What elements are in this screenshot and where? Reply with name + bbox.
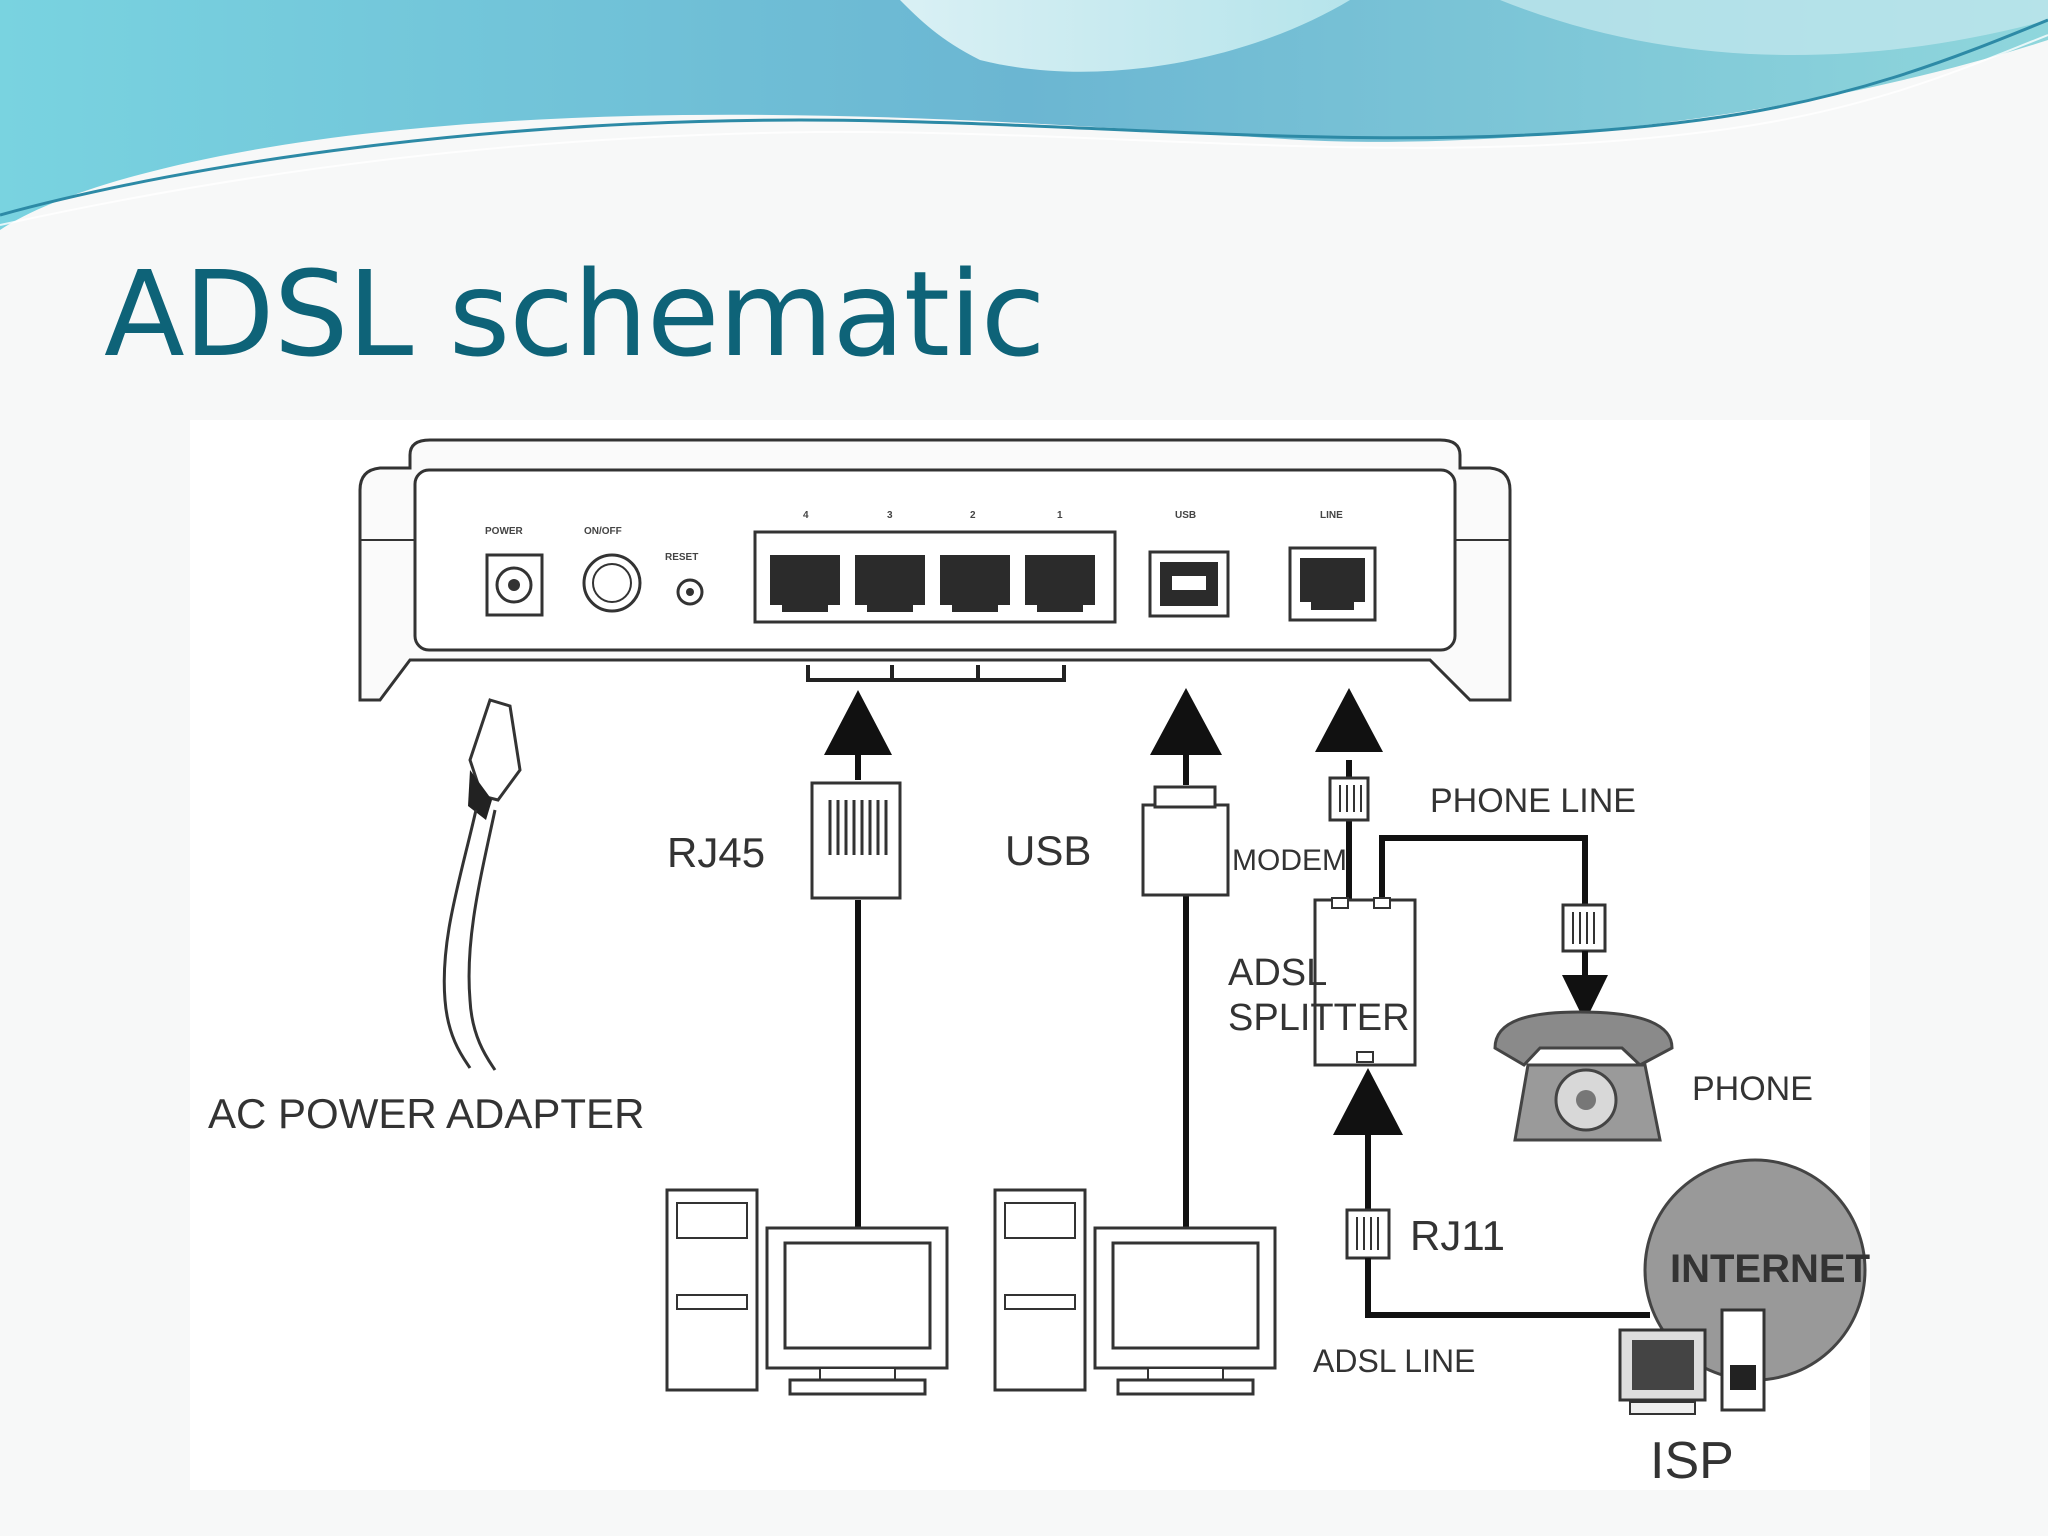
lan-port-3-label: 3 [887,510,893,521]
internet-label: INTERNET [1670,1247,1870,1291]
header-wave-banner [0,0,2048,230]
usb-cable [1141,688,1230,1230]
splitter-label-line-1: ADSL [1228,952,1327,994]
lan-port-4-label: 4 [803,510,809,521]
rj45-cable [810,690,902,1230]
rj45-arrow-icon [824,690,892,755]
lan-ports-icon [770,555,1095,612]
adsl-line-arrow-icon [1333,1068,1403,1135]
usb-label: USB [1005,827,1091,874]
adsl-splitter-icon [1313,898,1417,1067]
ac-power-adapter-cable [442,698,522,1071]
rj45-label: RJ45 [667,829,765,876]
modem-label: MODEM [1232,844,1347,877]
ac-power-adapter-label: AC POWER ADAPTER [208,1090,644,1137]
line-port-label: LINE [1320,510,1343,521]
line-arrow-icon [1315,688,1383,752]
usb-port-label: USB [1175,510,1196,521]
reset-port-label: RESET [665,552,698,563]
slide-title: ADSL schematic [104,245,1046,383]
adsl-line-label: ADSL LINE [1313,1343,1475,1379]
lan-port-2-label: 2 [970,510,976,521]
adsl-diagram: POWER ON/OFF RESET 4 3 2 1 USB LINE [208,438,1870,1490]
usb-port-icon [1148,550,1230,618]
computer-1-icon [665,1188,949,1396]
diagram-panel: POWER ON/OFF RESET 4 3 2 1 USB LINE [190,420,1870,1490]
lan-port-1-label: 1 [1057,510,1063,521]
onoff-port-label: ON/OFF [584,526,622,537]
power-port-label: POWER [485,526,524,537]
isp-label: ISP [1650,1432,1734,1490]
phone-arrow-icon [1562,975,1608,1022]
telephone-icon [1493,1010,1674,1142]
splitter-label-line-2: SPLITTER [1228,997,1410,1039]
phone-label: PHONE [1692,1070,1813,1108]
usb-arrow-icon [1150,688,1222,755]
rj11-label: RJ11 [1410,1212,1505,1259]
isp-computer-icon [1618,1308,1766,1415]
phone-line-label: PHONE LINE [1430,782,1636,820]
computer-2-icon [993,1188,1277,1396]
splitter-connections [1313,688,1650,1318]
router: POWER ON/OFF RESET 4 3 2 1 USB LINE [358,438,1512,702]
line-port-icon [1288,546,1377,622]
